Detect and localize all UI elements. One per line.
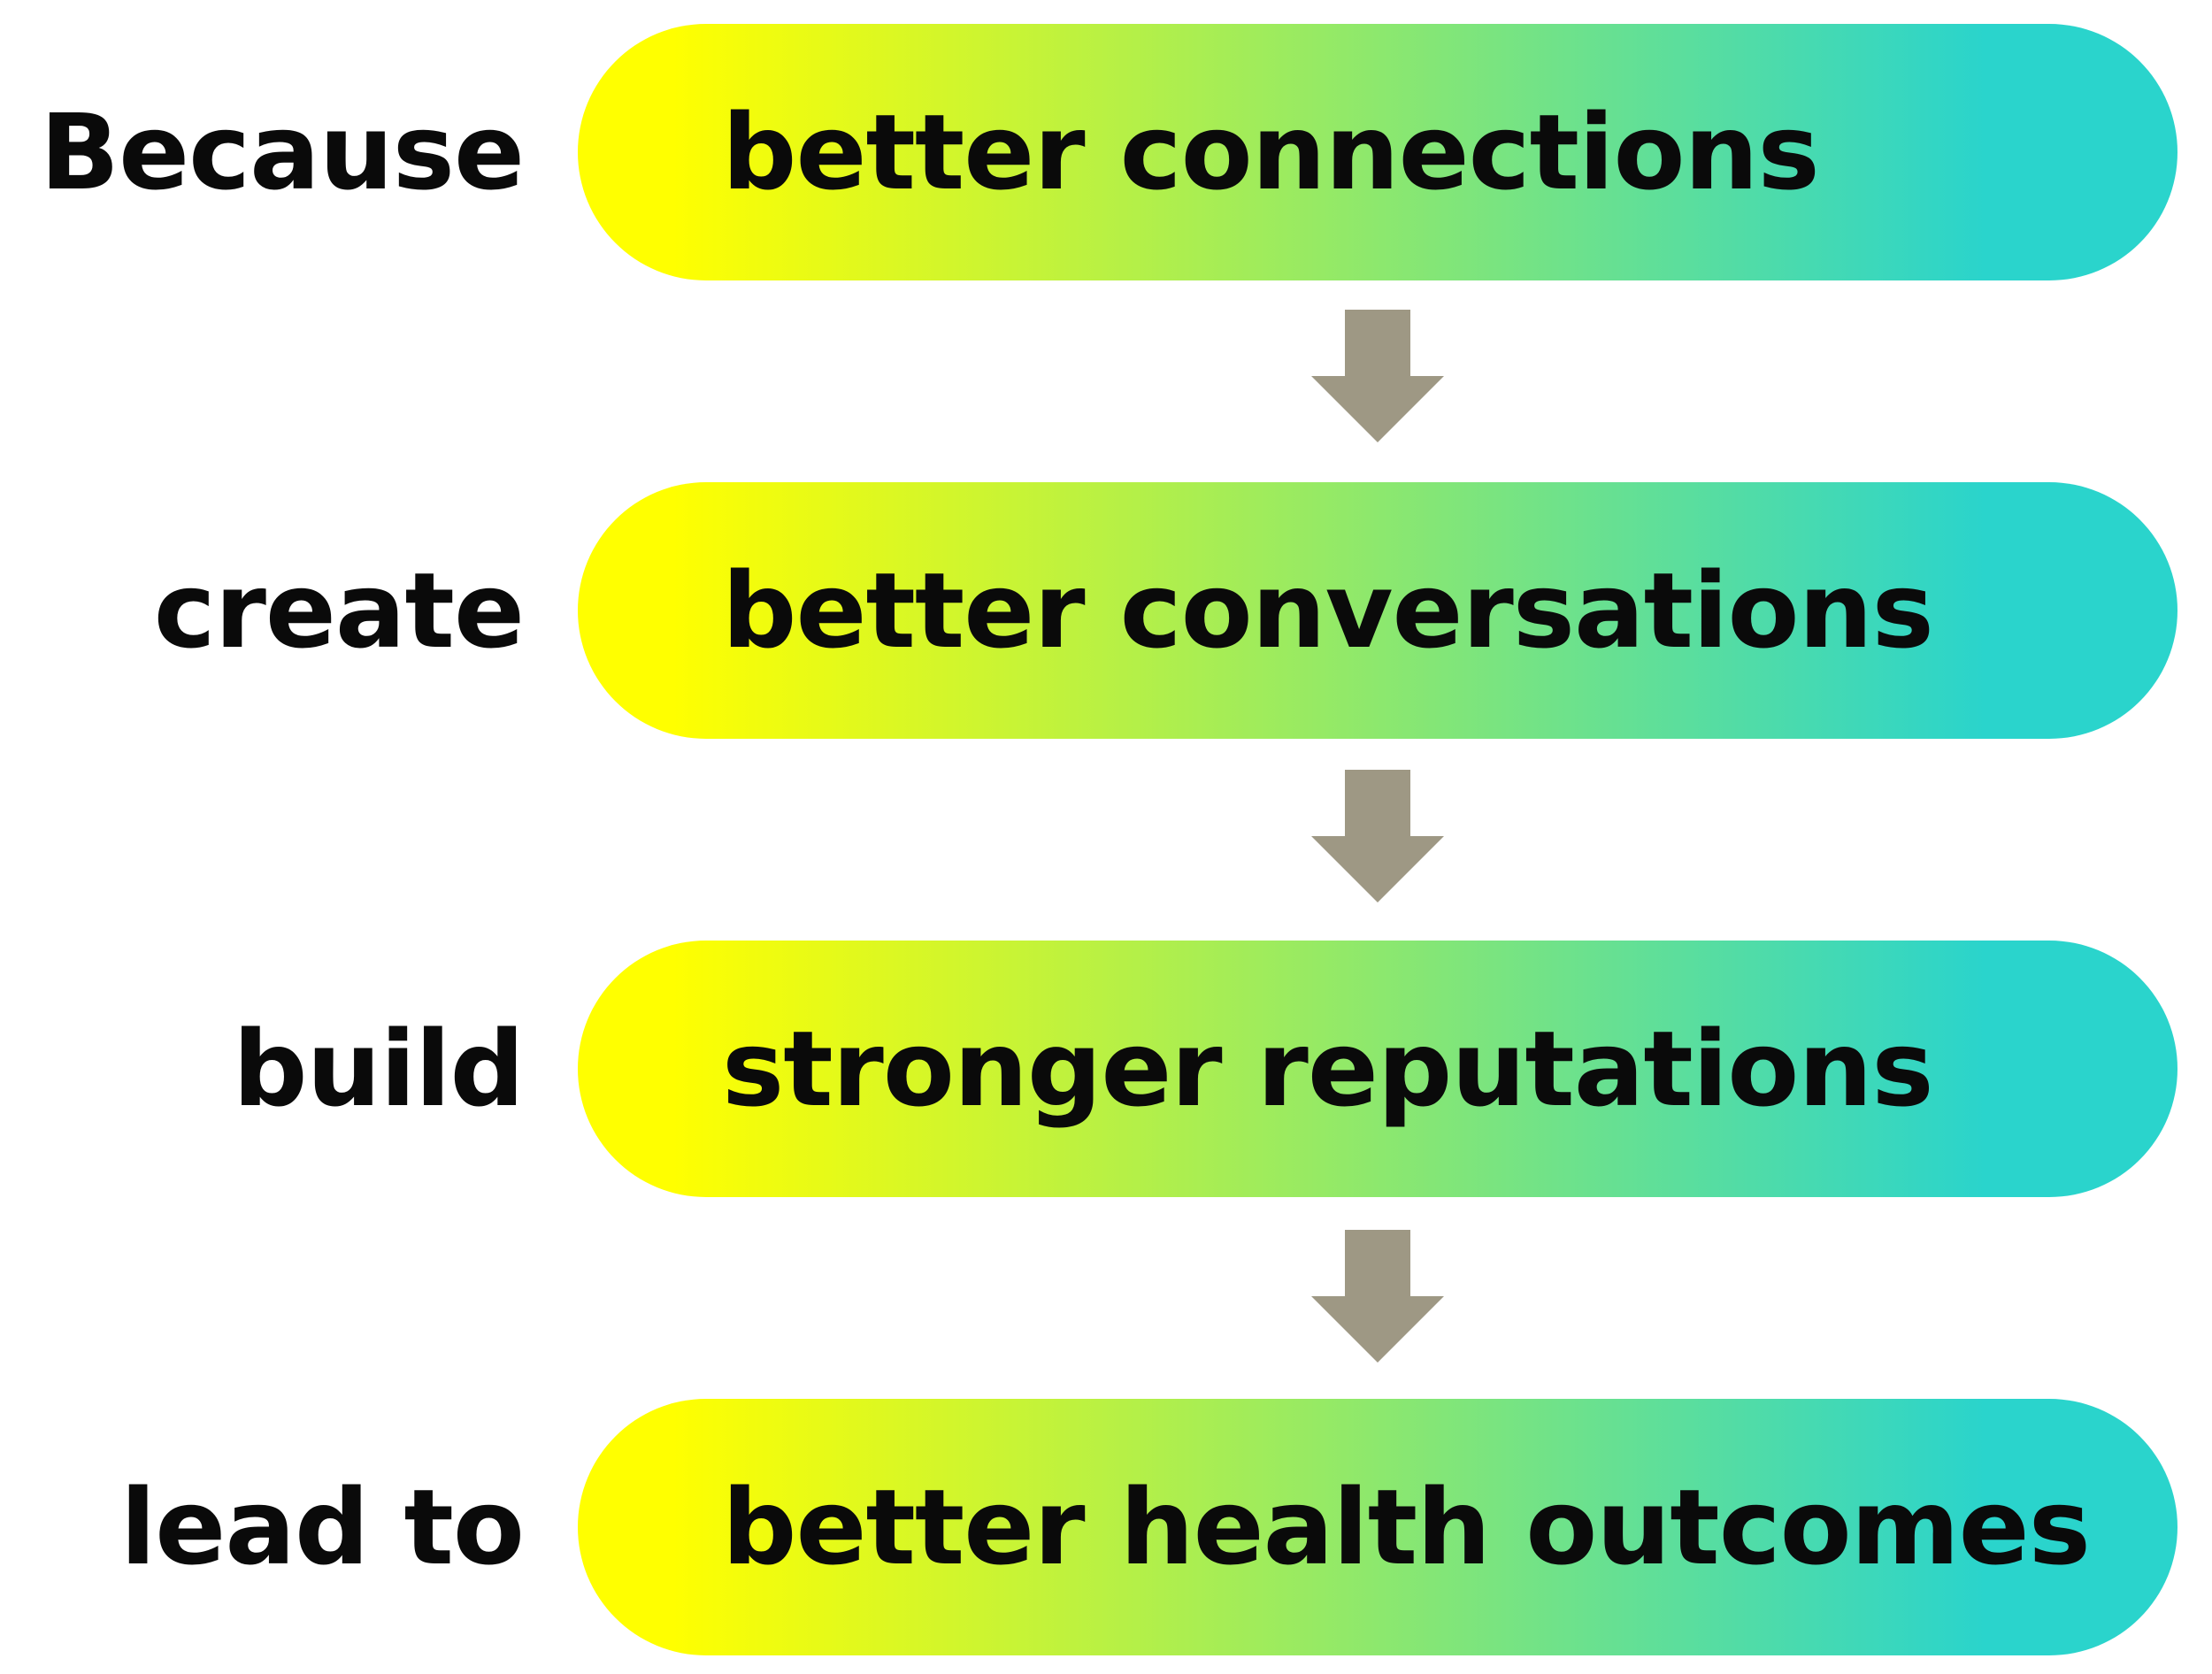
outcome-pill-reputations: stronger reputations bbox=[578, 941, 2177, 1197]
connector-label-lead-to: lead to bbox=[119, 1466, 525, 1588]
connector-label-because: Because bbox=[40, 91, 525, 213]
outcome-pill-health-outcomes: better health outcomes bbox=[578, 1399, 2177, 1655]
arrow-down-icon bbox=[1311, 770, 1444, 902]
outcome-text-reputations: stronger reputations bbox=[722, 1008, 1934, 1130]
outcome-text-connections: better connections bbox=[722, 91, 1820, 213]
outcome-text-health-outcomes: better health outcomes bbox=[722, 1466, 2091, 1588]
connector-label-create: create bbox=[153, 549, 525, 672]
outcome-pill-conversations: better conversations bbox=[578, 482, 2177, 739]
outcome-pill-connections: better connections bbox=[578, 24, 2177, 280]
connector-label-build: build bbox=[233, 1008, 525, 1130]
arrow-down-icon bbox=[1311, 310, 1444, 442]
outcome-text-conversations: better conversations bbox=[722, 549, 1934, 672]
arrow-down-icon bbox=[1311, 1230, 1444, 1363]
